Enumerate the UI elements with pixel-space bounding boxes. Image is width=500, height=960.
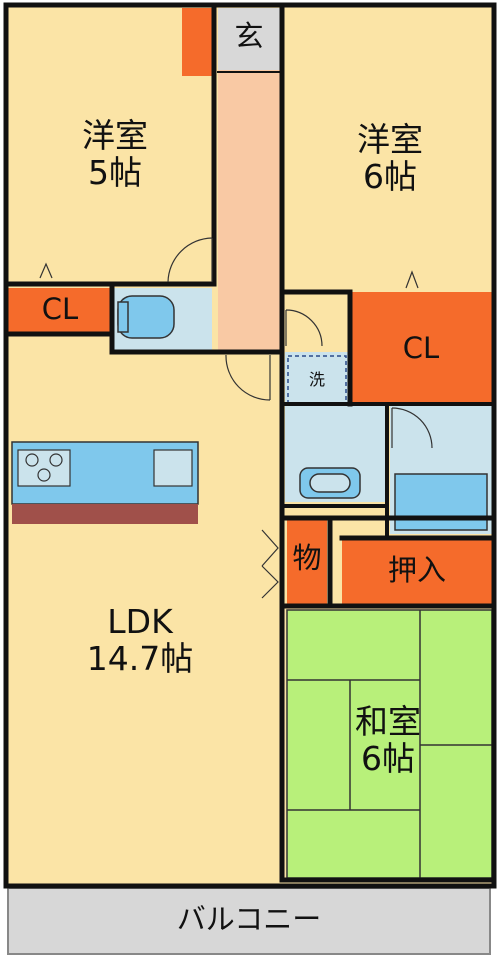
laundry-space bbox=[287, 355, 347, 407]
western-room-2-label: 洋室 6帖 bbox=[330, 120, 450, 196]
japanese-room-size: 6帖 bbox=[361, 738, 415, 778]
ldk-name: LDK bbox=[107, 602, 173, 641]
oshiire bbox=[342, 540, 492, 606]
closet-right-label: CL bbox=[402, 331, 440, 365]
storage-small bbox=[287, 520, 327, 604]
western-room-2-size: 6帖 bbox=[363, 156, 417, 196]
western-room-1-name: 洋室 bbox=[82, 116, 148, 155]
closet-right bbox=[350, 292, 492, 402]
entrance-label: 玄 bbox=[234, 19, 264, 53]
walls bbox=[3, 2, 497, 889]
japanese-room-name: 和室 bbox=[355, 702, 421, 741]
closet-left bbox=[8, 288, 112, 332]
door-swings bbox=[39, 237, 433, 599]
western-room-1 bbox=[8, 8, 213, 282]
western-room-2-name: 洋室 bbox=[357, 120, 423, 159]
western-room-2 bbox=[285, 8, 492, 292]
laundry-label: 洗 bbox=[308, 370, 325, 389]
ldk-size: 14.7帖 bbox=[86, 638, 194, 678]
japanese-room bbox=[287, 610, 492, 878]
hallway bbox=[218, 70, 280, 350]
closet-left-label: CL bbox=[41, 292, 79, 326]
counter-bar bbox=[12, 504, 198, 524]
western-room-1-label: 洋室 5帖 bbox=[55, 116, 175, 192]
bathtub bbox=[394, 473, 488, 531]
japanese-room-label: 和室 6帖 bbox=[328, 702, 448, 778]
western-room-1-size: 5帖 bbox=[88, 152, 142, 192]
entrance-area bbox=[218, 8, 280, 70]
oshiire-label: 押入 bbox=[387, 553, 446, 587]
balcony-area bbox=[7, 887, 491, 955]
toilet-tank bbox=[117, 301, 129, 333]
balcony-label: バルコニー bbox=[176, 902, 322, 936]
kitchen-sink bbox=[153, 449, 193, 487]
entrance-shoe-cabinet bbox=[182, 8, 216, 76]
stove bbox=[17, 449, 71, 487]
ldk-label: LDK 14.7帖 bbox=[60, 602, 220, 678]
basin-inner bbox=[309, 473, 351, 493]
storage-small-label: 物 bbox=[292, 541, 322, 575]
